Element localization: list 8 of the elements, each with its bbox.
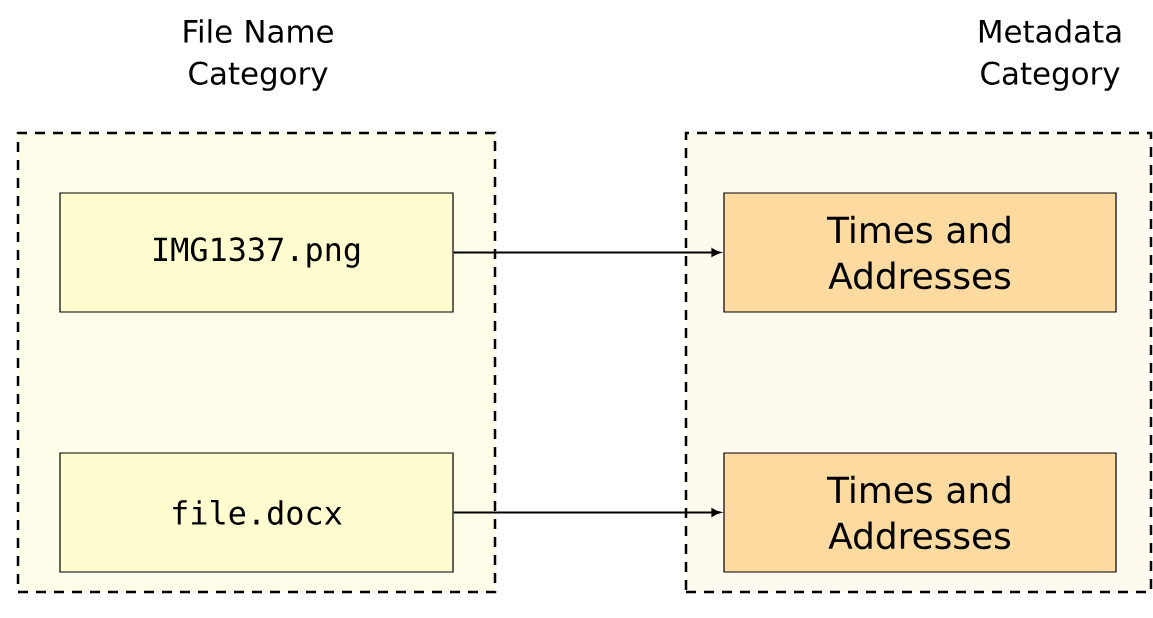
category-box: Times and Addresses [723,192,1117,313]
panel-heading: File Name Category [184,19,333,91]
arrow [452,248,721,257]
panel-heading: Metadata Category [979,19,1121,91]
category-box: Times and Addresses [723,452,1117,573]
file-name-box: file.docx [59,452,454,573]
file-name-box: IMG1337.png [59,192,454,313]
arrow [452,508,721,517]
